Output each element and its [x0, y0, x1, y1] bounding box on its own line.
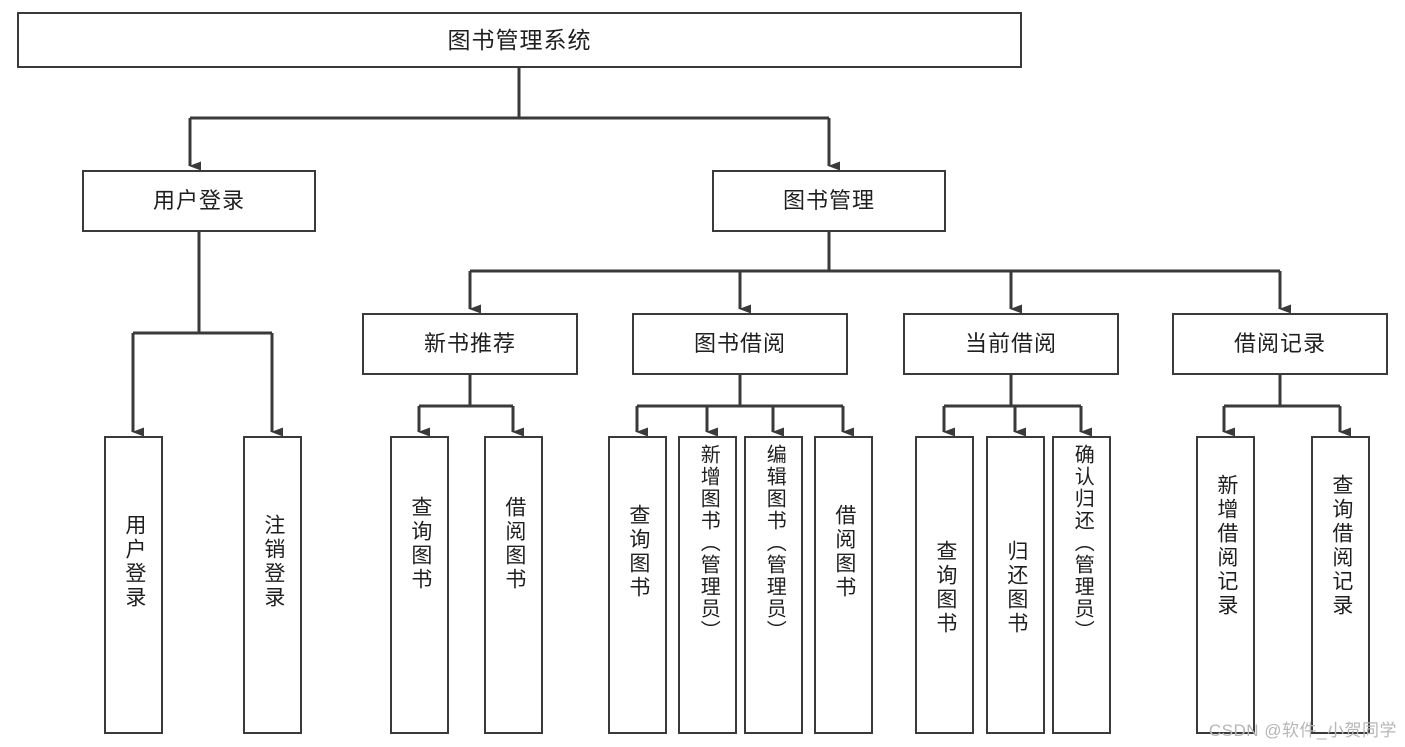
node-root-label: 图书管理系统: [447, 26, 592, 53]
leaf-add-book-label: 新增图书（管理员）: [697, 444, 720, 642]
node-book-management[interactable]: 图书管理: [712, 170, 946, 232]
leaf-query-record[interactable]: 查询借阅记录: [1311, 436, 1370, 734]
leaf-add-book[interactable]: 新增图书（管理员）: [678, 436, 737, 734]
node-current-borrow[interactable]: 当前借阅: [903, 313, 1119, 375]
leaf-logout-label: 注销登录: [261, 514, 285, 610]
watermark: CSDN @软件_小贺同学: [1208, 721, 1397, 740]
leaf-query-record-label: 查询借阅记录: [1329, 474, 1353, 618]
leaf-add-record[interactable]: 新增借阅记录: [1196, 436, 1255, 734]
node-user-login-label: 用户登录: [152, 188, 245, 213]
leaf-query-book-2-label: 查询图书: [626, 504, 650, 600]
leaf-borrow-book-2[interactable]: 借阅图书: [814, 436, 873, 734]
leaf-confirm-return-label: 确认归还（管理员）: [1071, 444, 1094, 642]
leaf-add-record-label: 新增借阅记录: [1214, 474, 1238, 618]
node-root[interactable]: 图书管理系统: [17, 12, 1022, 68]
leaf-query-book-3[interactable]: 查询图书: [915, 436, 974, 734]
node-book-borrow[interactable]: 图书借阅: [632, 313, 848, 375]
leaf-query-book-2[interactable]: 查询图书: [608, 436, 667, 734]
leaf-user-login[interactable]: 用户登录: [104, 436, 163, 734]
leaf-user-login-label: 用户登录: [122, 514, 146, 610]
leaf-return-book[interactable]: 归还图书: [986, 436, 1045, 734]
node-book-management-label: 图书管理: [782, 188, 875, 213]
leaf-edit-book[interactable]: 编辑图书（管理员）: [744, 436, 803, 734]
leaf-borrow-book-1[interactable]: 借阅图书: [484, 436, 543, 734]
leaf-query-book-1[interactable]: 查询图书: [390, 436, 449, 734]
leaf-edit-book-label: 编辑图书（管理员）: [763, 444, 786, 642]
node-new-book-recommend[interactable]: 新书推荐: [362, 313, 578, 375]
node-borrow-record[interactable]: 借阅记录: [1172, 313, 1388, 375]
leaf-query-book-1-label: 查询图书: [408, 496, 432, 592]
node-new-book-recommend-label: 新书推荐: [423, 331, 516, 356]
leaf-confirm-return[interactable]: 确认归还（管理员）: [1052, 436, 1111, 734]
leaf-logout[interactable]: 注销登录: [243, 436, 302, 734]
leaf-borrow-book-1-label: 借阅图书: [502, 496, 526, 592]
node-user-login[interactable]: 用户登录: [82, 170, 316, 232]
leaf-query-book-3-label: 查询图书: [933, 540, 957, 636]
node-current-borrow-label: 当前借阅: [964, 331, 1057, 356]
leaf-borrow-book-2-label: 借阅图书: [832, 504, 856, 600]
leaf-return-book-label: 归还图书: [1004, 540, 1028, 636]
node-borrow-record-label: 借阅记录: [1233, 331, 1326, 356]
node-book-borrow-label: 图书借阅: [693, 331, 786, 356]
